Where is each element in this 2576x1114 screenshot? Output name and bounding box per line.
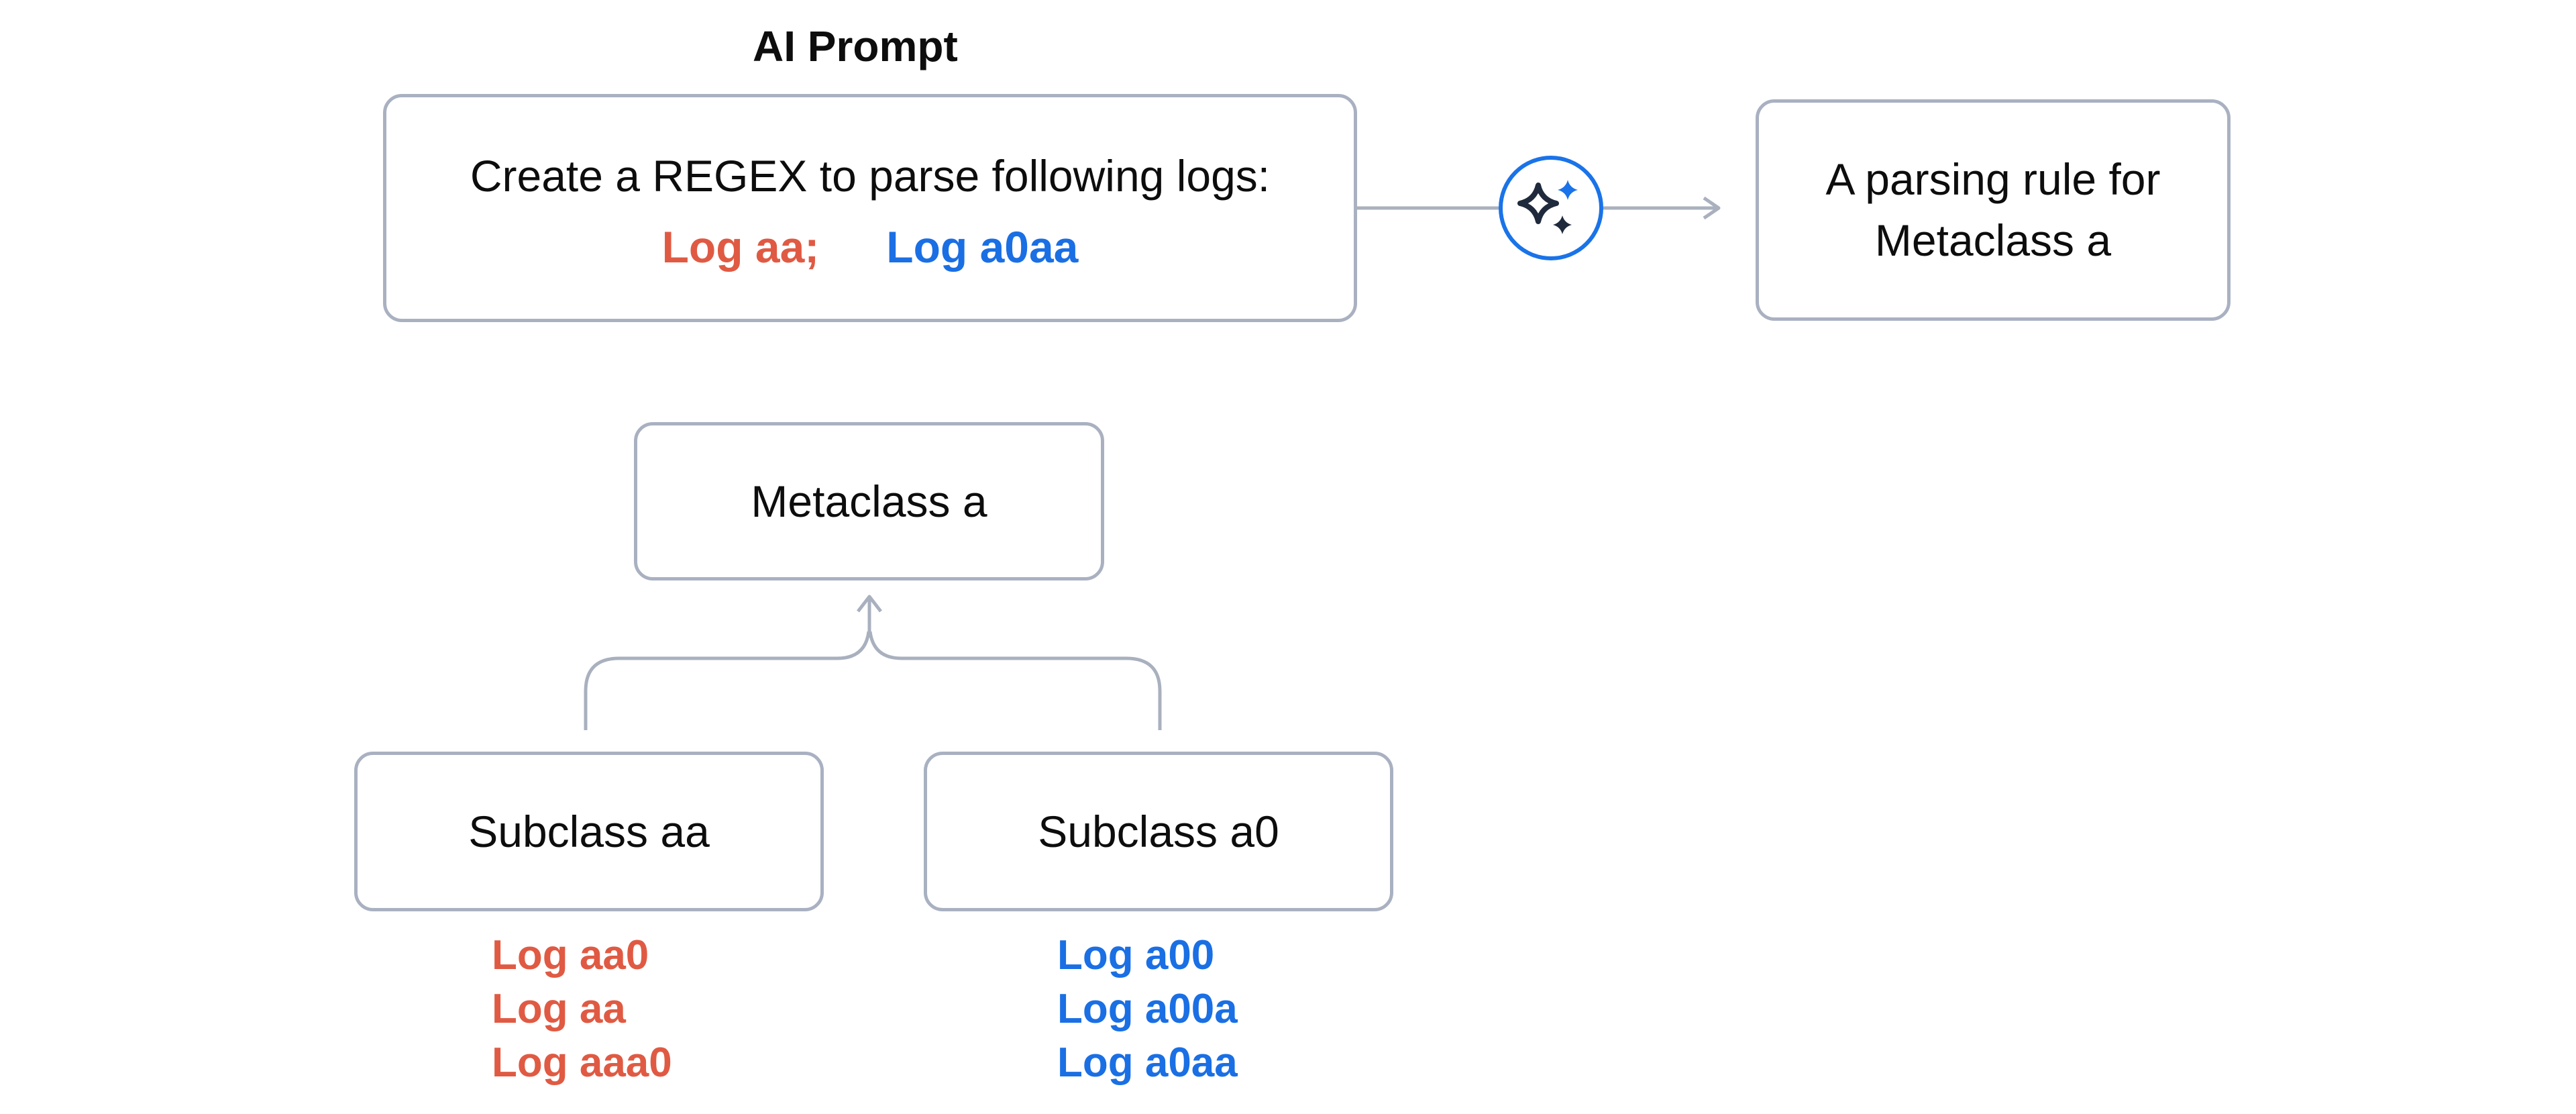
result-box: A parsing rule for Metaclass a [1756, 99, 2231, 321]
prompt-instruction: Create a REGEX to parse following logs: [470, 151, 1271, 201]
metaclass-box: Metaclass a [634, 422, 1104, 580]
subclass-aa-logs: Log aa0 Log aa Log aaa0 [492, 929, 672, 1090]
prompt-log-samples: Log aa; Log a0aa [662, 221, 1079, 272]
subclass-a0-logs: Log a00 Log a00a Log a0aa [1057, 929, 1238, 1090]
subclass-aa-box: Subclass aa [354, 752, 824, 911]
diagram-title: AI Prompt [753, 22, 958, 70]
log-line: Log aa0 [492, 932, 649, 978]
sparkles-icon [1517, 180, 1578, 234]
bracket-left [584, 631, 871, 730]
subclass-a0-label: Subclass a0 [1038, 807, 1279, 856]
ai-sparkle-badge [1499, 156, 1603, 260]
log-line: Log aa [492, 986, 626, 1032]
log-line: Log a00 [1057, 932, 1215, 978]
prompt-log-blue: Log a0aa [886, 222, 1079, 272]
arrow-up-icon [857, 595, 882, 613]
metaclass-label: Metaclass a [751, 476, 987, 526]
subclass-a0-box: Subclass a0 [924, 752, 1393, 911]
result-line-1: A parsing rule for [1825, 154, 2161, 204]
log-line: Log a00a [1057, 986, 1238, 1032]
prompt-log-red: Log aa; [661, 222, 820, 272]
subclass-aa-label: Subclass aa [468, 807, 710, 856]
prompt-box: Create a REGEX to parse following logs: … [383, 94, 1357, 322]
arrow-right-icon [1703, 196, 1721, 220]
bracket-right [868, 631, 1162, 730]
log-line: Log aaa0 [492, 1040, 672, 1086]
log-line: Log a0aa [1057, 1040, 1238, 1086]
result-line-2: Metaclass a [1874, 215, 2112, 265]
